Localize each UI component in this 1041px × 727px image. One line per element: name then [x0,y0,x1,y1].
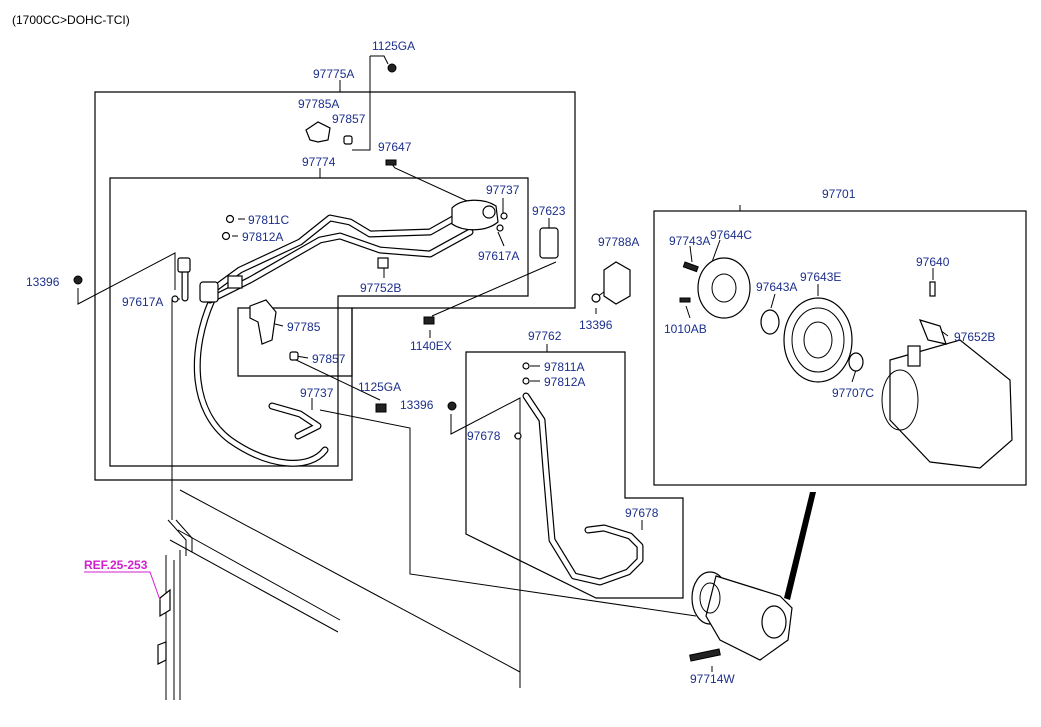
pressure-switch-97623 [539,227,559,259]
group-box-97762 [465,351,684,599]
part-label-1125GA-mid: 1125GA [358,380,401,394]
discharge-hose-small [268,402,322,440]
condenser [157,519,341,700]
part-label-97812A-top: 97812A [242,230,283,244]
part-label-1125GA-top: 1125GA [372,39,415,53]
part-label-97737-top: 97737 [486,183,520,197]
part-label-1010AB: 1010AB [664,322,707,336]
part-label-97785A: 97785A [298,97,339,111]
part-label-97857-top: 97857 [332,112,366,126]
compressor-exploded [679,257,1013,469]
part-label-97623: 97623 [532,204,566,218]
reference-leader [84,571,161,601]
bracket-97785-shape [249,299,277,345]
part-label-97643A: 97643A [756,280,797,294]
part-label-97811A: 97811A [544,360,584,374]
part-label-97762: 97762 [528,329,562,343]
part-label-97647: 97647 [378,140,412,154]
part-label-97774: 97774 [302,155,336,169]
snap-ring-97643A [760,309,780,335]
bracket-97788A [603,261,631,305]
part-label-97788A: 97788A [598,235,639,249]
part-label-97743A: 97743A [669,234,710,248]
part-label-97643E: 97643E [800,270,841,284]
detail-link-arrow [784,492,816,600]
subgroup-box-97785 [237,307,353,377]
part-label-97737-mid: 97737 [300,386,334,400]
part-label-97617A-left: 97617A [122,295,163,309]
part-label-97752B: 97752B [360,281,401,295]
part-label-13396-left: 13396 [26,275,60,289]
pipe-97762 [522,392,644,586]
clip-97785A-shape [305,121,331,143]
group-box-97775A [94,91,576,481]
group-box-97701 [653,210,1027,486]
fasteners [73,63,721,662]
part-label-97857-mid: 97857 [312,352,346,366]
part-label-97775A: 97775A [313,67,354,81]
reference-link-25-253[interactable]: REF.25-253 [84,558,148,572]
engine-spec-title: (1700CC>DOHC-TCI) [12,13,130,27]
group-box-97774 [109,177,529,467]
suction-pipe-assembly [177,199,499,304]
coil-97707C [848,352,864,372]
part-label-97785: 97785 [287,320,321,334]
part-label-97652B: 97652B [954,330,995,344]
leader-lines [77,55,949,688]
compressor-main [691,571,793,661]
part-label-97701: 97701 [822,187,856,201]
part-label-13396-center: 13396 [400,398,434,412]
part-label-97640: 97640 [916,255,950,269]
part-label-97678-left: 97678 [467,429,501,443]
part-label-1140EX: 1140EX [410,339,452,353]
part-label-97678-right: 97678 [625,506,659,520]
part-label-97714W: 97714W [690,672,735,686]
part-label-97617A-right: 97617A [478,249,519,263]
part-label-97811C: 97811C [248,213,289,227]
hub-97644C [697,257,751,319]
bolt-1125GA-top [387,63,397,73]
clips [249,121,353,361]
part-label-97812A-mid: 97812A [544,375,585,389]
compressor-body-97701 [889,339,1013,469]
part-label-13396-mid: 13396 [579,318,613,332]
pulley-97643E [783,297,853,383]
part-label-97707C: 97707C [832,386,874,400]
part-label-97644C: 97644C [710,228,752,242]
